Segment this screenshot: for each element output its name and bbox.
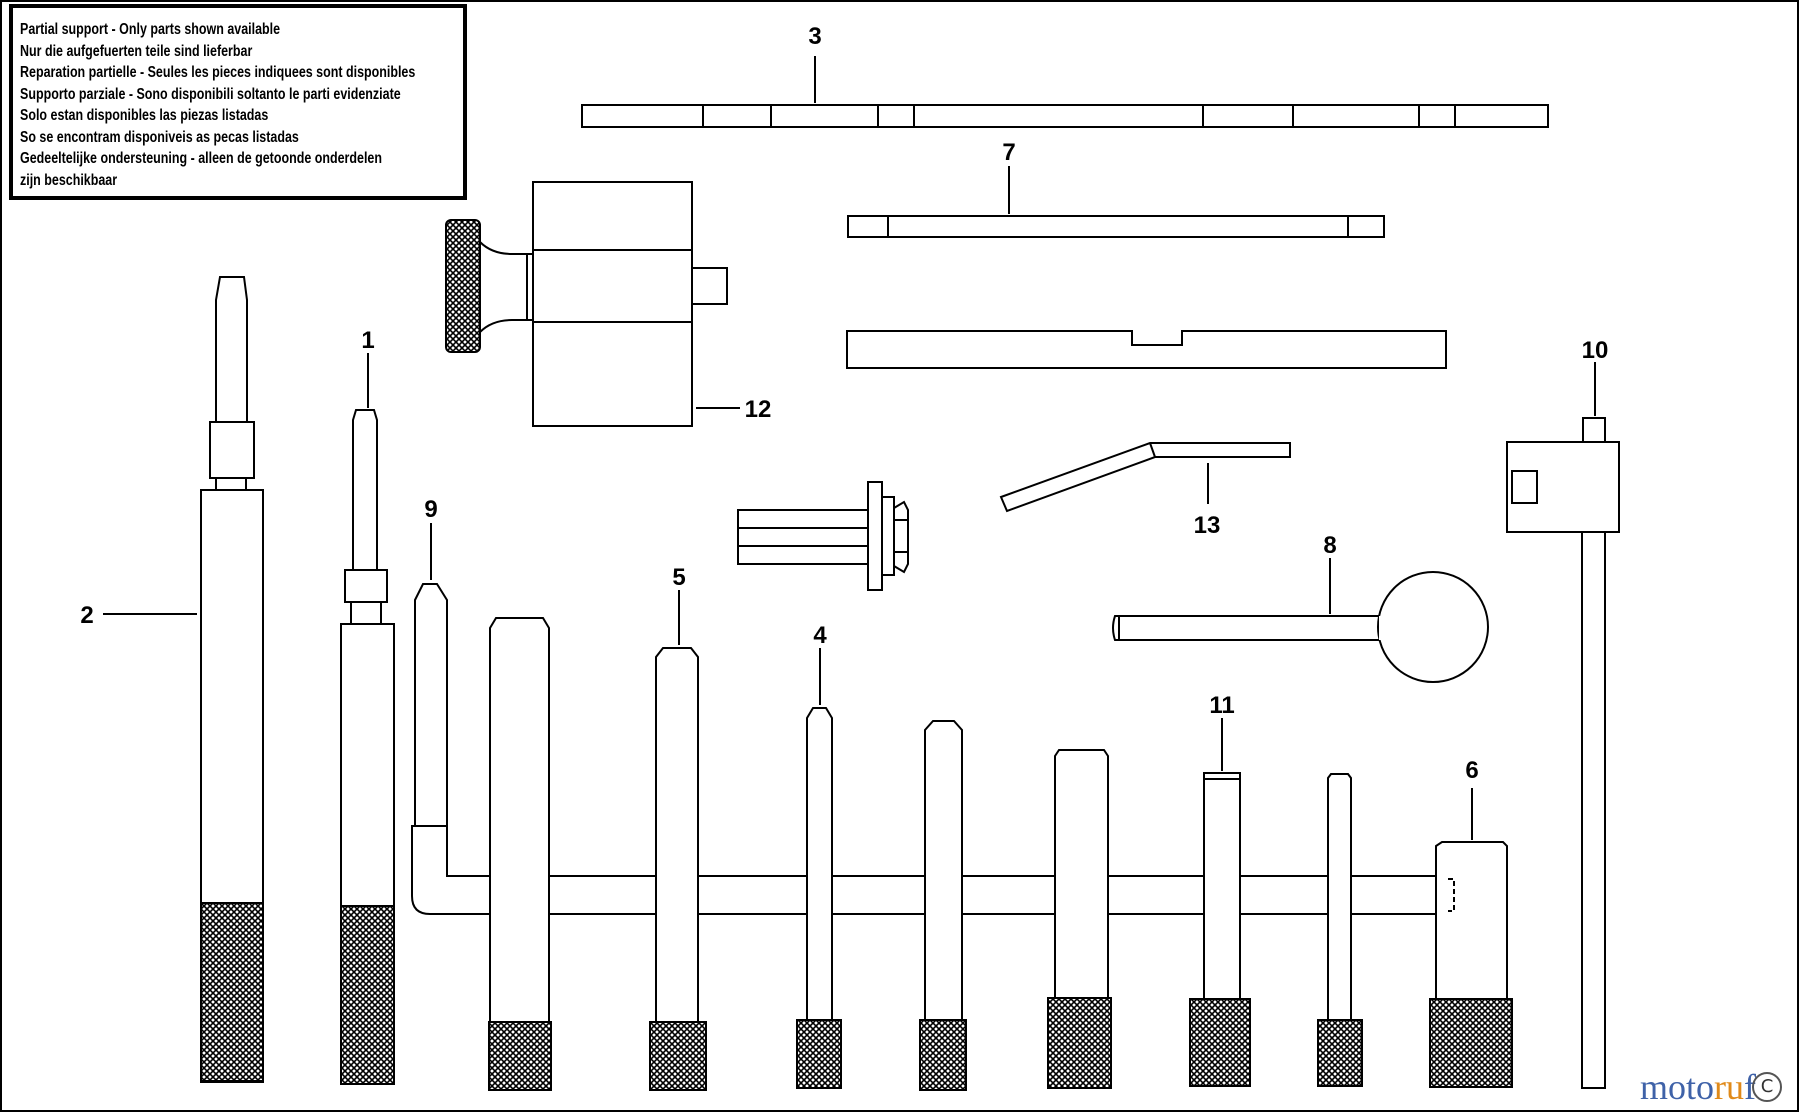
part-11-pin — [1189, 772, 1251, 1087]
part-5-pin — [649, 647, 707, 1091]
callout-12: 12 — [745, 396, 772, 423]
callout-1: 1 — [361, 327, 374, 354]
part-6-sleeve — [1429, 841, 1513, 1088]
part-8-disc-tool — [1112, 571, 1489, 683]
pin-medium — [919, 720, 967, 1091]
brand-part-2: ru — [1714, 1067, 1745, 1107]
notice-lines: Partial support - Only parts shown avail… — [13, 8, 463, 191]
notched-bar — [846, 330, 1447, 369]
part-7-bar — [847, 215, 1385, 238]
part-1-pin — [340, 409, 395, 1085]
pin-thin — [1317, 773, 1363, 1087]
part-3-bar — [581, 104, 1549, 128]
notice-line: So se encontram disponiveis as pecas lis… — [20, 128, 299, 146]
callout-13: 13 — [1194, 512, 1221, 539]
callout-10: 10 — [1582, 337, 1609, 364]
notice-line: Reparation partielle - Seules les pieces… — [20, 64, 416, 81]
callout-9: 9 — [424, 496, 437, 523]
leader-lines — [103, 56, 1596, 840]
callout-7: 7 — [1002, 139, 1015, 166]
callout-11: 11 — [1209, 692, 1234, 719]
brand-part-3: f — [1744, 1067, 1757, 1107]
pin-short-wide — [1047, 749, 1112, 1089]
pin-long-plain — [488, 617, 552, 1091]
brand-part-1: moto — [1640, 1067, 1715, 1107]
callout-6: 6 — [1465, 757, 1478, 784]
brand-logo: motoruf — [1640, 1066, 1756, 1108]
notice-line: Gedeeltelijke ondersteuning - alleen de … — [20, 150, 382, 167]
partial-support-notice: Partial support - Only parts shown avail… — [9, 4, 467, 200]
part-12-block — [445, 181, 728, 427]
part-2-pin — [200, 276, 264, 1083]
callout-8: 8 — [1323, 532, 1336, 559]
notice-line: Solo estan disponibles las piezas listad… — [20, 107, 269, 124]
part-10-rod — [1506, 417, 1620, 1089]
callout-5: 5 — [672, 564, 685, 591]
callout-4: 4 — [813, 622, 827, 649]
callout-2: 2 — [80, 602, 93, 629]
notice-line: Nur die aufgefuerten teile sind lieferba… — [20, 42, 253, 60]
part-4-pin — [796, 707, 842, 1089]
notice-line: zijn beschikbaar — [20, 171, 118, 189]
callout-3: 3 — [808, 23, 821, 50]
notice-line: Supporto parziale - Sono disponibili sol… — [20, 85, 401, 103]
copyright-icon: C — [1752, 1072, 1782, 1102]
bolt-assembly — [737, 481, 909, 591]
part-13-bent-strip — [999, 442, 1291, 513]
notice-line: Partial support - Only parts shown avail… — [20, 21, 281, 38]
